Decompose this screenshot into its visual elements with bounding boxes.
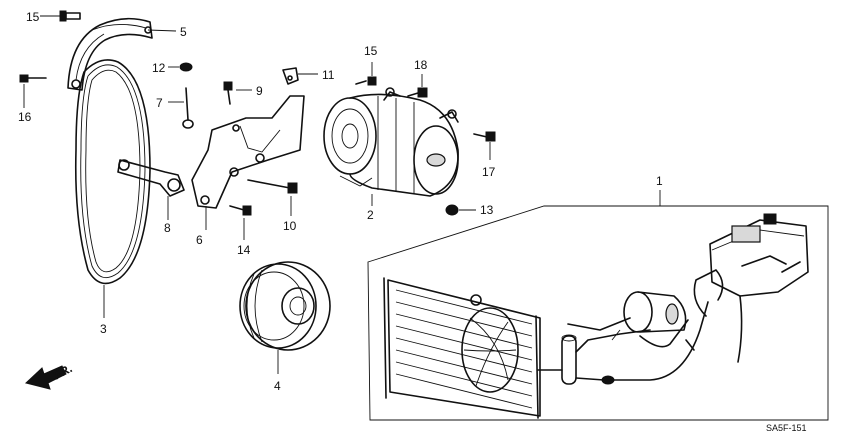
callout-16: 16 (18, 110, 32, 124)
callout-10: 10 (283, 219, 297, 233)
tensioner-8 (117, 159, 185, 220)
compressor-bracket (191, 95, 305, 230)
callout-6: 6 (196, 233, 203, 247)
bolt-16 (19, 74, 47, 108)
nut-13 (445, 204, 476, 216)
refrigerant-lines (537, 269, 724, 385)
callout-15-top: 15 (26, 10, 40, 24)
callout-15-mid: 15 (364, 44, 378, 58)
callout-4: 4 (274, 379, 281, 393)
clip-11 (282, 67, 318, 85)
drive-belt (74, 59, 151, 318)
system-compressor (611, 291, 687, 341)
evaporator-unit (709, 213, 809, 363)
bolt-9 (223, 81, 252, 105)
callout-11: 11 (322, 68, 335, 82)
callout-3: 3 (100, 322, 107, 336)
ac-compressor (323, 87, 459, 206)
bolt-10 (247, 179, 298, 216)
callout-7: 7 (156, 96, 163, 110)
condenser (383, 277, 541, 419)
callout-9: 9 (256, 84, 263, 98)
callout-8: 8 (164, 221, 171, 235)
diagram-code: SA5F-151 (766, 423, 807, 433)
clutch-pulley (239, 261, 331, 374)
belt-cover (67, 17, 177, 91)
nut-12 (168, 62, 193, 72)
callout-12: 12 (152, 61, 166, 75)
callout-14: 14 (237, 243, 251, 257)
bolt-15-top (40, 10, 81, 22)
bolt-15-mid (355, 62, 377, 86)
callout-18: 18 (414, 58, 428, 72)
callout-5: 5 (180, 25, 187, 39)
callout-2: 2 (367, 208, 374, 222)
stud-7 (168, 87, 194, 129)
bolt-14 (229, 205, 252, 240)
callout-1: 1 (656, 174, 663, 188)
callout-13: 13 (480, 203, 494, 217)
system-assembly (367, 190, 829, 421)
front-direction-arrow (24, 365, 67, 390)
receiver-dryer (561, 334, 577, 385)
bolt-17 (473, 131, 496, 160)
callout-17: 17 (482, 165, 496, 179)
bolt-18 (407, 74, 428, 98)
